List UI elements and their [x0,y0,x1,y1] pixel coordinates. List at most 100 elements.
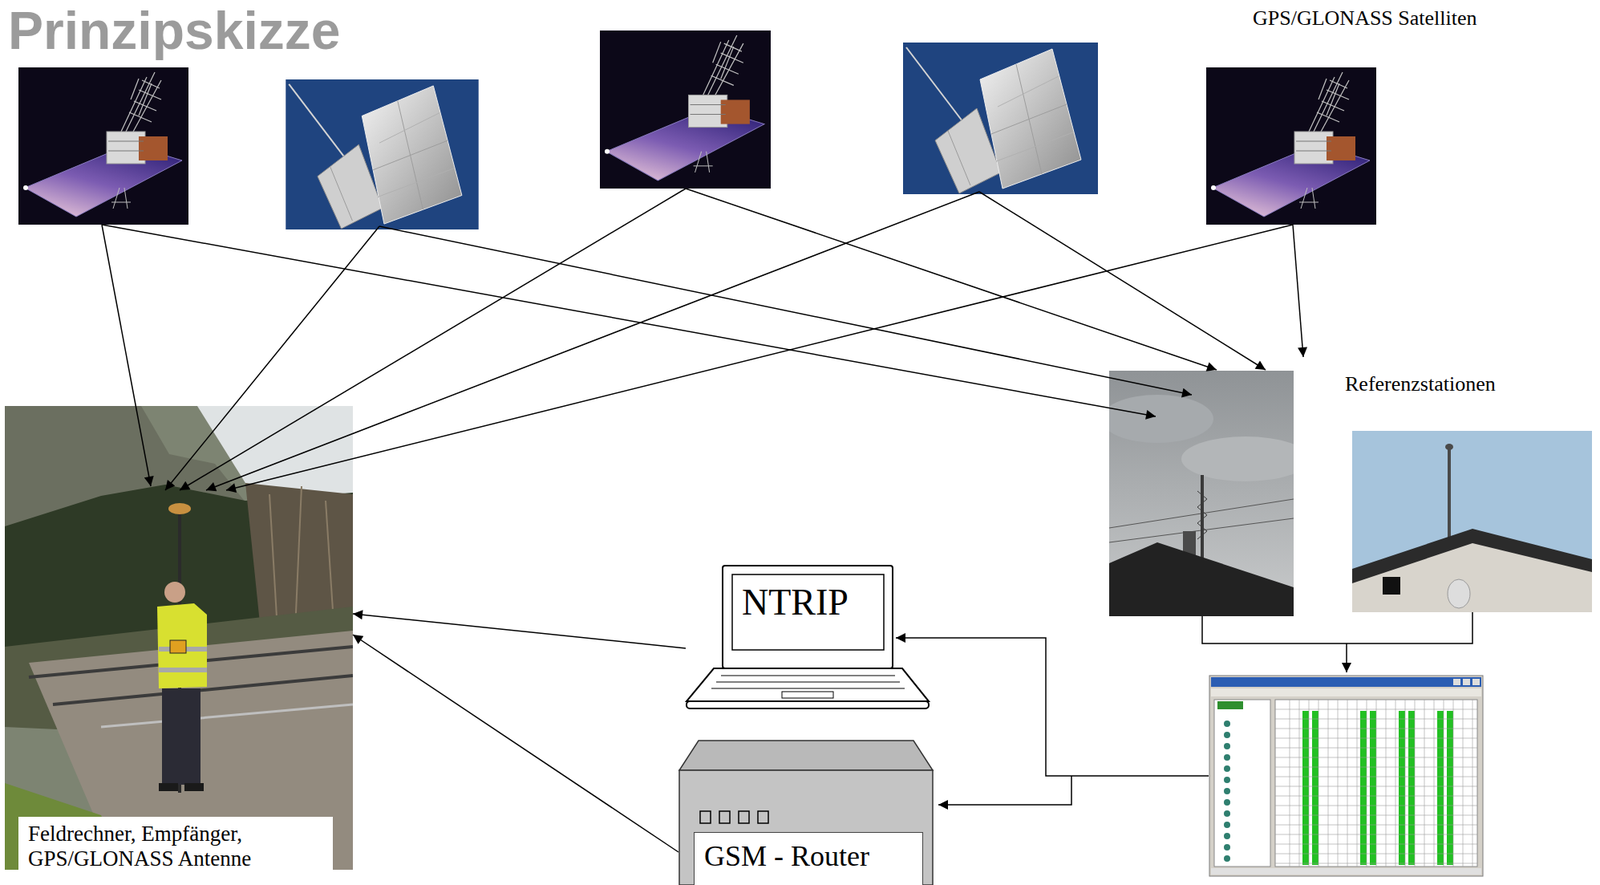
connector-arrow [352,613,686,649]
satellite-signal-lines [101,188,1304,491]
software-screenshot [1223,832,1231,839]
field-photo [170,640,187,653]
software-screenshot [1223,776,1231,783]
label-holder: GPS/GLONASS Satelliten [1252,6,1478,31]
software-screenshot [1223,731,1231,738]
reference-station-photo [1352,528,1592,612]
satellite-image [1206,67,1377,225]
field-photo [269,494,278,631]
node-label: GSM - Router [693,831,924,885]
field-photo [101,704,353,727]
satellite-signal-lines [101,224,1156,417]
software-screenshot [1472,678,1480,685]
laptop-screen [722,565,893,669]
satellite-signal-lines [1292,224,1304,357]
software-screenshot [1223,843,1231,851]
software-screenshot [1223,720,1231,862]
software-screenshot [1223,854,1231,862]
data-wires [938,775,1072,805]
reference-station-group: Referenzstationen [1109,370,1592,616]
reference-station-photo [1447,579,1471,608]
satellite-signal-lines [979,191,1266,370]
field-photo [295,486,302,631]
touchpad [781,691,834,698]
software-screenshot [1462,678,1471,685]
software-screenshot [1211,688,1482,697]
reference-station-photo [1197,522,1208,531]
satellite-image [599,30,771,189]
reference-station-photo [1109,370,1294,616]
data-wires [1202,611,1473,644]
software-screenshot [1223,765,1231,772]
software-screenshot [1369,710,1377,865]
field-photo [168,502,191,515]
reference-station-photo [1197,506,1208,515]
node-label: Referenzstationen [1344,372,1496,397]
satellite-image [18,67,189,225]
satellite-image [285,79,478,230]
software-screenshot [1209,675,1483,876]
node-label: Feldrechner, Empfänger, GPS/GLONASS Ante… [18,816,333,876]
reference-station-photo [1197,498,1208,507]
laptop-base [686,700,929,709]
keyboard-row [721,675,896,677]
reference-station-photo [1445,443,1454,450]
node-label: NTRIP [741,582,849,624]
reference-station-photo [1352,430,1592,612]
status-light [700,810,711,823]
software-screenshot [1223,787,1231,794]
laptop-display [732,574,884,650]
field-equipment-node: Feldrechner, Empfänger, GPS/GLONASS Ante… [4,405,353,879]
router-top [679,740,933,770]
software-screenshot [1302,710,1309,865]
software-screenshot [1223,742,1231,750]
field-photo [157,603,207,689]
software-screenshot [1211,676,1482,687]
reference-station-photo [1352,542,1592,612]
data-wires [895,611,1473,805]
software-screenshot [1312,710,1319,865]
keyboard-row [711,688,905,689]
software-screenshot [1408,710,1415,865]
software-screenshot [1453,678,1461,685]
reference-station-photo [1197,490,1208,539]
connector-arrow [352,634,679,852]
software-screenshot [1223,798,1231,806]
satellite-image [903,42,1098,195]
software-screenshot [1446,710,1454,865]
software-screenshot [1398,710,1406,865]
reference-station-photo [1109,542,1294,616]
satellite-signal-lines [179,188,686,491]
software-screenshot [1223,810,1231,817]
reference-station-photo [1181,436,1294,482]
software-screenshot [1275,699,1478,867]
data-wires [895,637,1209,776]
software-screenshot [1223,753,1231,761]
status-light [719,810,730,823]
satellite-signal-lines [206,191,980,491]
software-screenshot [1223,821,1231,828]
status-light [757,810,769,823]
data-wires [1345,643,1348,673]
laptop-keyboard [686,668,929,701]
software-screenshot [1302,710,1454,865]
field-photo [4,405,353,870]
field-photo [184,782,204,791]
reference-station-photo [1109,394,1214,443]
field-photo [325,500,334,623]
satellite-images [18,30,1377,230]
ntrip-laptop: NTRIP [685,564,930,709]
software-screenshot [1214,699,1271,867]
software-screenshot [1360,710,1367,865]
router-body [679,769,933,885]
field-photo [4,405,353,870]
satellite-signal-lines [101,224,151,487]
field-photo [158,782,179,791]
field-photo [162,688,201,785]
software-screenshot [1275,699,1478,867]
reference-station-photo [1197,514,1208,523]
satellite-signal-lines [685,188,1217,370]
diagram-title: Prinzipskizze [8,1,341,61]
